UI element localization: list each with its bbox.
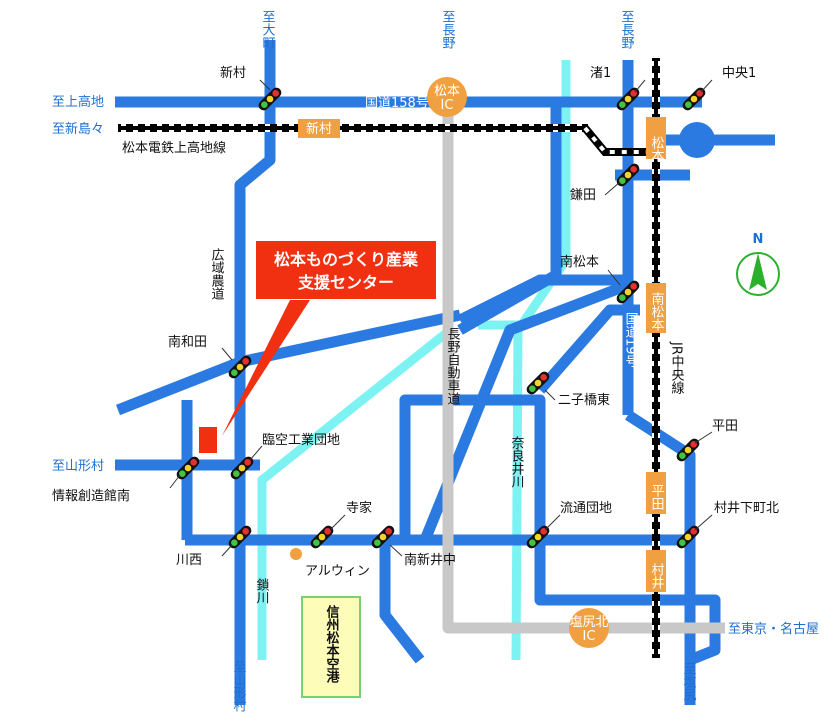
center-location-marker bbox=[199, 427, 217, 453]
narai-river-label: 奈良井川 bbox=[509, 436, 525, 488]
signal-minami-matsumoto-icon bbox=[616, 280, 640, 304]
signal-label-minami-araichu: 南新井中 bbox=[404, 552, 456, 568]
airport-box bbox=[301, 596, 361, 698]
signal-label-hirata: 平田 bbox=[712, 419, 738, 434]
station-boxes bbox=[298, 117, 666, 592]
shiojirikita-ic-marker bbox=[569, 608, 609, 648]
station-hirata: 平田 bbox=[649, 484, 665, 510]
dest-shiojiri: 至塩尻 bbox=[681, 662, 697, 702]
station-matsumoto: 松本 bbox=[649, 136, 665, 162]
signal-label-chuo1: 中央1 bbox=[722, 66, 756, 81]
roundabout bbox=[679, 122, 715, 158]
dest-nagano-2: 至長野 bbox=[619, 10, 635, 49]
signal-label-joho: 情報創造館南 bbox=[52, 488, 130, 504]
signal-label-ryutsu: 流通団地 bbox=[560, 501, 612, 516]
signal-minami-araichu-icon bbox=[371, 525, 395, 549]
railways bbox=[118, 58, 660, 658]
dest-omachi: 至大町 bbox=[260, 10, 276, 49]
signal-chuo1-icon bbox=[682, 87, 706, 111]
dest-nagano-1: 至長野 bbox=[440, 10, 456, 49]
shiojirikita-ic-label-2: IC bbox=[583, 629, 596, 644]
dest-kamikochi: 至上高地 bbox=[52, 94, 104, 110]
signal-teraya-icon bbox=[310, 525, 334, 549]
airport-label: 信州松本空港 bbox=[324, 604, 341, 684]
route19-label: 国道19号 bbox=[623, 312, 639, 368]
signal-label-murai-shimo-kita: 村井下町北 bbox=[714, 501, 779, 516]
dest-tokyo-nagoya: 至東京・名古屋 bbox=[728, 621, 819, 637]
traffic-signals bbox=[176, 87, 706, 549]
signal-label-kawanishi: 川西 bbox=[176, 553, 202, 568]
dest-yamagatamura-w: 至山形村 bbox=[52, 459, 104, 474]
signal-label-niimura: 新村 bbox=[220, 65, 246, 81]
signal-minami-wada-icon bbox=[228, 355, 252, 379]
signal-label-minami-wada: 南和田 bbox=[168, 334, 207, 350]
expressway bbox=[442, 95, 725, 634]
aruwin-label: アルウィン bbox=[305, 564, 370, 579]
signal-kamada-icon bbox=[616, 163, 640, 187]
signal-niimura-icon bbox=[258, 87, 282, 111]
matsumoto-dentetsu-label: 松本電鉄上高地線 bbox=[122, 140, 226, 156]
matsumoto-ic-marker bbox=[427, 77, 467, 117]
signal-label-teraya: 寺家 bbox=[346, 500, 372, 516]
station-minami-matsumoto: 南松本 bbox=[649, 291, 665, 331]
signal-label-rinku: 臨空工業団地 bbox=[262, 432, 340, 448]
river-sai bbox=[257, 326, 453, 660]
callout-line-2: 支援センター bbox=[297, 273, 394, 292]
dest-shinshimashima: 至新島々 bbox=[52, 121, 104, 137]
station-niimura: 新村 bbox=[306, 121, 332, 137]
signal-label-kamada: 鎌田 bbox=[570, 188, 596, 203]
route158-label: 国道158号 bbox=[365, 96, 429, 111]
signal-label-futagobashi: 二子橋東 bbox=[558, 392, 610, 408]
signal-ryutsu-icon bbox=[526, 525, 550, 549]
signal-leaders bbox=[169, 79, 713, 557]
signal-murai-shimo-kita-icon bbox=[676, 525, 700, 549]
matsumoto-ic-label-1: 松本 bbox=[434, 84, 460, 99]
signal-rinku-icon bbox=[230, 456, 254, 480]
signal-futagobashi-icon bbox=[526, 371, 550, 395]
koiki-label: 広域農道 bbox=[209, 248, 225, 300]
signal-joho-icon bbox=[176, 456, 200, 480]
expressway-label: 長野自動車道 bbox=[445, 327, 461, 405]
dest-yamagatamura-s: 至山形村 bbox=[231, 660, 247, 712]
signal-kawanishi-icon bbox=[228, 525, 252, 549]
jr-chuo-label: JR中央線 bbox=[669, 341, 685, 394]
sai-river-label: 鎖川 bbox=[254, 577, 270, 604]
callout-line-1: 松本ものづくり産業 bbox=[274, 250, 419, 269]
station-murai: 村井 bbox=[649, 563, 665, 590]
aruwin-marker bbox=[290, 548, 302, 560]
compass-label: N bbox=[753, 232, 764, 247]
callout bbox=[199, 241, 436, 453]
signal-label-minami-matsumoto: 南松本 bbox=[560, 254, 599, 270]
compass-icon bbox=[736, 252, 780, 296]
shiojirikita-ic-label-1: 塩尻北 bbox=[569, 615, 608, 630]
matsumoto-ic-label-2: IC bbox=[441, 98, 454, 113]
signal-label-nagisa1: 渚1 bbox=[590, 66, 611, 81]
